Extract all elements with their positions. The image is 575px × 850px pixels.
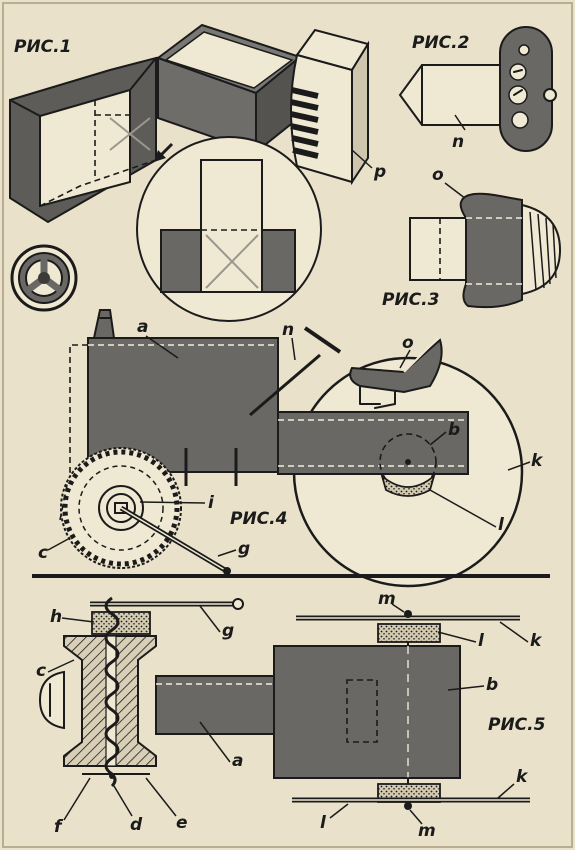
figure-4-caption: РИС.4 (230, 509, 287, 529)
label-n-fig2: n (452, 132, 464, 152)
figure-2-dashboard: РИС.2 n (398, 26, 557, 152)
label-l-fig4: l (498, 515, 505, 535)
figure-3-seat: o РИС.3 (382, 165, 562, 310)
steering-wheel-icon (10, 244, 78, 312)
twisted-cord (104, 596, 120, 788)
figure-1-box: РИС.1 (9, 23, 322, 322)
label-o-fig3: o (432, 165, 444, 185)
label-g-fig5: g (222, 621, 234, 641)
label-m-top: m (378, 589, 396, 609)
label-a-fig4: a (137, 317, 148, 337)
label-e: e (176, 813, 188, 833)
label-m-bottom: m (418, 821, 436, 841)
body-part-b (277, 411, 469, 475)
figure-4-tractor-side: a n b k l o (32, 309, 550, 588)
label-c-fig5: c (36, 661, 46, 681)
label-k-fig4: k (531, 451, 544, 471)
label-p: p (373, 162, 386, 182)
steering-wheel-side (303, 326, 342, 354)
label-b-fig5: b (486, 675, 498, 695)
label-l-top: l (478, 631, 485, 651)
exhaust-pipe (92, 309, 116, 339)
label-b-fig4: b (448, 420, 460, 440)
label-o-fig4: o (402, 333, 414, 353)
figure-5-caption: РИС.5 (488, 715, 545, 735)
hub-l-top (377, 623, 441, 643)
label-f: f (54, 817, 64, 837)
label-d: d (130, 815, 143, 835)
figure-5-body-top-view: m l k b РИС.5 k l m (273, 589, 545, 841)
label-n-fig4: n (282, 320, 294, 340)
label-i-fig4: i (208, 493, 215, 513)
label-l-bottom: l (320, 813, 327, 833)
label-k-top: k (530, 631, 543, 651)
front-wheel-c (60, 447, 182, 569)
label-g-fig4: g (238, 539, 250, 559)
figure-5-spool-detail: h g c a f d e (36, 596, 275, 837)
label-a-fig5: a (232, 751, 243, 771)
label-c-fig4: c (38, 543, 48, 563)
figure-1-caption: РИС.1 (14, 37, 71, 57)
body-part-b-top (273, 645, 461, 779)
spacer-h (91, 611, 151, 635)
label-h: h (50, 607, 62, 627)
seat-o-side (349, 337, 443, 409)
label-k-bottom: k (516, 767, 529, 787)
figure-2-caption: РИС.2 (412, 33, 469, 53)
figure-3-caption: РИС.3 (382, 290, 439, 310)
steering-column (249, 353, 321, 417)
seat-back-part-p: p (290, 28, 386, 186)
axle-part-a (155, 675, 275, 735)
